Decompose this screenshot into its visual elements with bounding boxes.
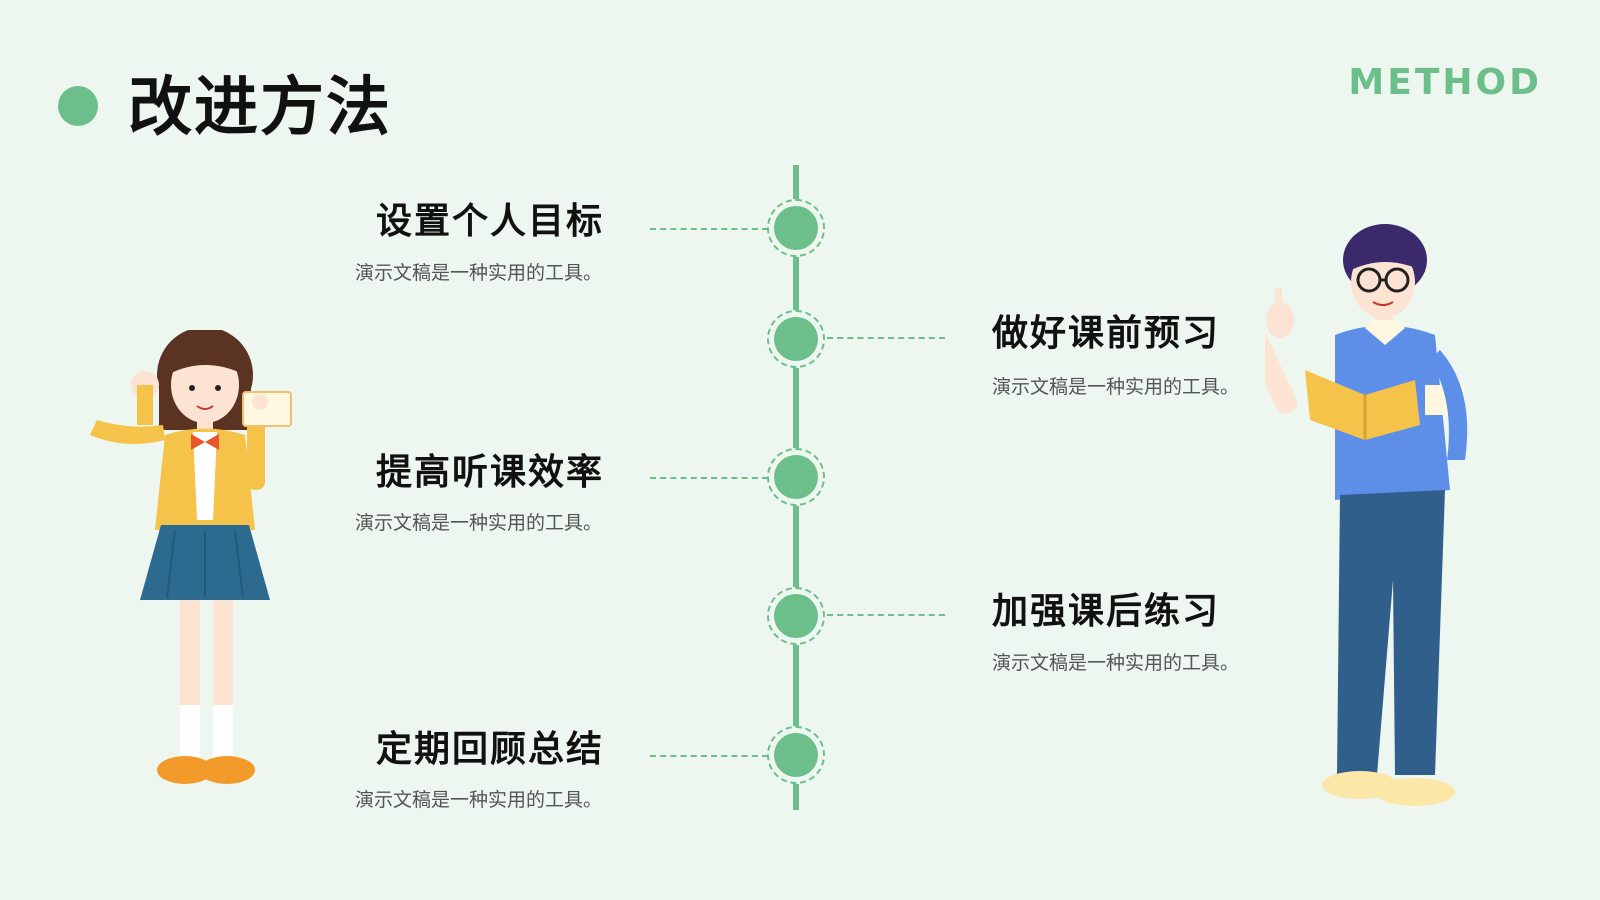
brand-label: METHOD <box>1348 62 1542 103</box>
timeline-node <box>767 448 825 506</box>
timeline-item-desc: 演示文稿是一种实用的工具。 <box>354 262 602 284</box>
timeline-item-heading: 提高听课效率 <box>375 452 604 493</box>
timeline-item-desc: 演示文稿是一种实用的工具。 <box>354 789 602 811</box>
timeline-node <box>767 587 825 645</box>
title-bullet-dot <box>58 86 98 126</box>
timeline-node <box>767 199 825 257</box>
timeline-connector <box>650 477 768 479</box>
timeline-connector <box>827 337 945 339</box>
timeline-item-heading: 设置个人目标 <box>375 201 604 242</box>
timeline-item-desc: 演示文稿是一种实用的工具。 <box>354 512 602 534</box>
timeline-item-heading: 定期回顾总结 <box>375 729 604 770</box>
timeline-connector <box>827 614 945 616</box>
timeline-node <box>767 726 825 784</box>
timeline-connector <box>650 755 768 757</box>
timeline-item-desc: 演示文稿是一种实用的工具。 <box>992 652 1240 674</box>
timeline-item-heading: 加强课后练习 <box>992 591 1221 632</box>
timeline-item-heading: 做好课前预习 <box>992 313 1221 354</box>
girl-student-illustration <box>90 330 292 784</box>
timeline-node <box>767 310 825 368</box>
timeline-connector <box>650 228 768 230</box>
timeline-item-desc: 演示文稿是一种实用的工具。 <box>992 376 1240 398</box>
boy-student-illustration <box>1265 224 1468 806</box>
page-title: 改进方法 <box>128 71 392 145</box>
